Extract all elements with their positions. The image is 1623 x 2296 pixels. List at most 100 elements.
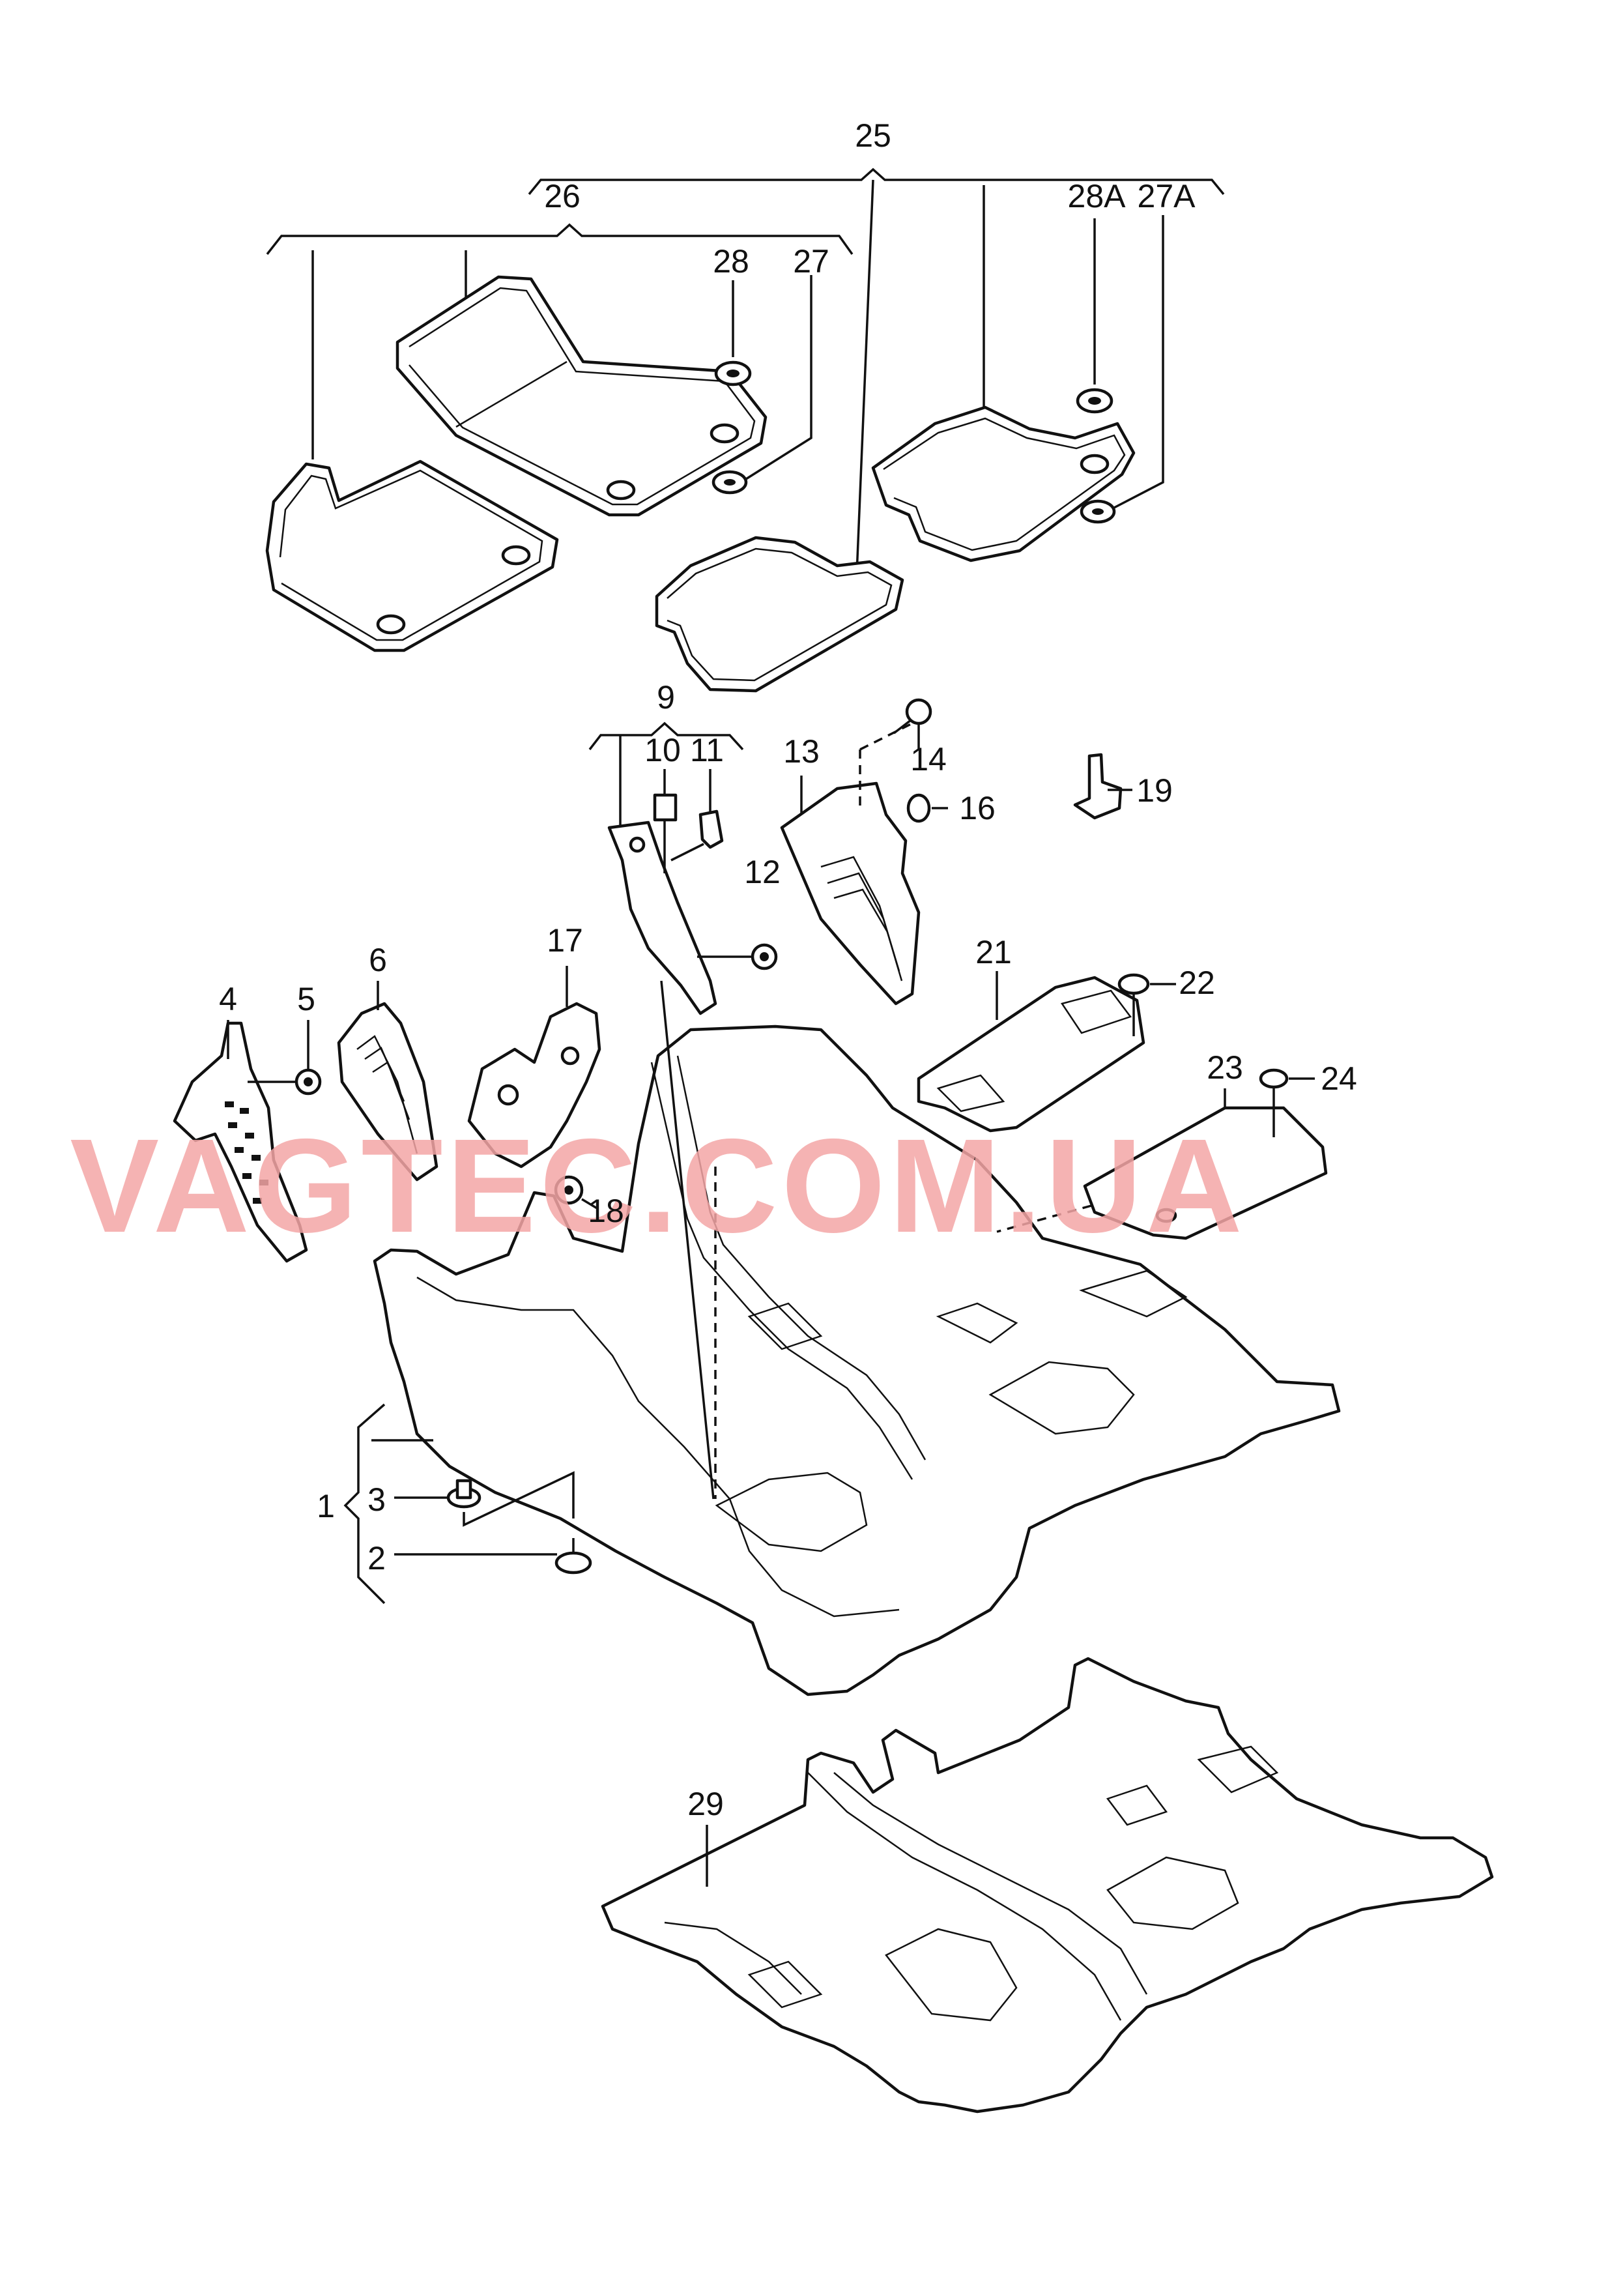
carpet-29-tunnel: [833, 1772, 1148, 1995]
callout-28: 28: [713, 243, 749, 280]
callout-3: 3: [367, 1481, 386, 1518]
carpet-1-tunnel: [650, 1062, 913, 1480]
callout-labels: 25 26 28 27 28A 27A 9 10 11 13 14 16 19 …: [219, 117, 1357, 1822]
bracket-9: [588, 721, 744, 751]
mat-eyelet: [501, 545, 531, 566]
callout-14: 14: [910, 741, 947, 777]
front-left-mat-edge: [409, 287, 756, 506]
leader-14-dashed: [859, 716, 926, 751]
fastener-2: [554, 1551, 592, 1575]
carpet-29-tunnel: [807, 1772, 1122, 2021]
screw-14-shaft: [893, 719, 912, 734]
carpet-1-footwell: [988, 1361, 1135, 1435]
carpet-29-outline: [601, 1657, 1494, 2114]
rear-right-mat-edge: [667, 547, 893, 682]
leader-9-down: [660, 980, 715, 1500]
callout-9: 9: [657, 679, 675, 716]
front-right-mat: [871, 405, 1136, 562]
callout-26: 26: [544, 178, 581, 214]
leader-25: [855, 179, 874, 574]
rear-right-mat: [655, 536, 904, 693]
clip-10: [653, 793, 678, 822]
callout-11: 11: [690, 732, 724, 768]
leader-27: [745, 275, 812, 480]
callout-22: 22: [1179, 965, 1215, 1001]
carpet-29-edge: [664, 1921, 802, 1995]
panel-23-hole: [1155, 1208, 1177, 1223]
fastener-3-stem: [455, 1479, 472, 1500]
carpet-1-contour: [416, 1276, 900, 1618]
bracket-hole: [629, 836, 646, 853]
callout-18: 18: [588, 1193, 624, 1229]
callout-24: 24: [1321, 1060, 1357, 1097]
clip-27-hole: [724, 479, 736, 486]
callout-2: 2: [367, 1540, 386, 1577]
cap-16: [906, 793, 931, 823]
carpet-29-recess: [747, 1960, 823, 2009]
bracket-25: [528, 167, 1225, 196]
heel-pad-line: [455, 360, 567, 428]
nut-5-hole: [304, 1077, 313, 1086]
main-carpet: [343, 980, 1341, 1696]
leader-11b: [670, 843, 704, 862]
bracket-1: [343, 1403, 386, 1605]
screw-24-head: [1259, 1068, 1289, 1089]
nut-18-hole: [564, 1185, 573, 1195]
clip-28-hole: [726, 370, 740, 377]
cover-21-grille: [936, 1074, 1005, 1112]
nut-12-hole: [760, 952, 769, 961]
leader-23-dashed: [996, 1204, 1092, 1233]
carpet-1-recess: [936, 1302, 1018, 1344]
callout-27A: 27A: [1138, 178, 1196, 214]
clip-27A-hole: [1092, 508, 1104, 515]
callout-17: 17: [547, 922, 583, 959]
floor-mat-set: [265, 167, 1225, 693]
callout-6: 6: [369, 942, 387, 978]
rear-left-mat: [265, 459, 559, 652]
bracket-26: [266, 223, 854, 255]
carpet-1-footwell: [715, 1472, 868, 1552]
callout-21: 21: [975, 934, 1012, 970]
callout-27: 27: [793, 243, 829, 280]
carpet-1-recess: [1079, 1270, 1188, 1318]
mat-eyelet: [606, 480, 636, 501]
carpet-1-tunnel: [676, 1055, 926, 1460]
carpet-29-footwell: [1106, 1856, 1239, 1930]
carpet-1-outline: [373, 1024, 1341, 1696]
rear-left-mat-edge: [279, 469, 543, 641]
callout-25: 25: [855, 117, 891, 154]
carpet-29-footwell: [885, 1928, 1018, 2022]
panel-23: [1083, 1106, 1328, 1240]
carpet-29: [601, 1657, 1494, 2114]
cover-21-grille: [1060, 989, 1132, 1034]
panel-6-ribs: [372, 1061, 410, 1120]
trim-parts: [173, 698, 1328, 1263]
bracket-4: [173, 1021, 308, 1263]
cover-21: [917, 976, 1145, 1133]
carpet-29-recess: [1197, 1745, 1279, 1794]
callout-28A: 28A: [1068, 178, 1127, 214]
mat-eyelet: [710, 423, 740, 444]
clip-11: [698, 809, 724, 849]
callout-19: 19: [1136, 772, 1173, 809]
callout-23: 23: [1207, 1049, 1243, 1086]
bracket-4-slots: [225, 1101, 268, 1204]
carpet-1-recess: [747, 1302, 823, 1350]
callout-12: 12: [744, 854, 781, 890]
callout-13: 13: [783, 733, 820, 770]
bracket-17-hole: [560, 1046, 580, 1066]
callout-10: 10: [644, 732, 681, 768]
leader-3b: [463, 1471, 575, 1527]
kick-panel-ribs: [827, 872, 903, 981]
front-left-mat: [395, 275, 768, 517]
carpet-29-recess: [1106, 1784, 1168, 1826]
watermark-text: VAGTEC.COM.UA: [70, 1111, 1246, 1260]
callout-29: 29: [687, 1786, 724, 1822]
callout-1: 1: [317, 1488, 335, 1524]
front-right-mat-edge: [883, 417, 1126, 551]
callout-5: 5: [297, 981, 315, 1017]
mat-clips: [711, 215, 1164, 524]
callout-4: 4: [219, 981, 237, 1017]
